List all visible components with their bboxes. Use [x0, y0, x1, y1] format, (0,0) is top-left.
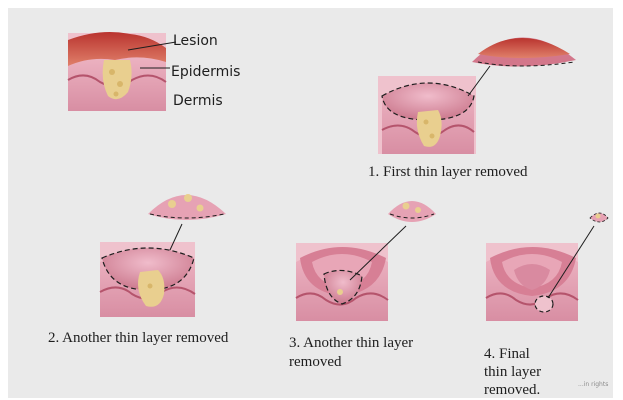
step2-caption: 2. Another thin layer removed — [48, 329, 228, 348]
label-epidermis: Epidermis — [171, 64, 240, 80]
step4-caption-line2: thin layer — [484, 363, 541, 382]
label-dermis: Dermis — [173, 93, 223, 109]
watermark: ...in rights — [578, 381, 608, 388]
label-lesion: Lesion — [173, 33, 218, 49]
step4-illustration — [486, 213, 608, 321]
step3-caption-line2: removed — [289, 353, 341, 372]
step1-illustration — [378, 37, 576, 154]
skin-with-lesion-illustration — [68, 32, 176, 111]
step3-caption-line1: 3. Another thin layer — [289, 334, 413, 353]
step4-caption-line1: 4. Final — [484, 345, 530, 364]
step2-illustration — [100, 194, 226, 317]
step3-illustration — [296, 201, 436, 321]
step1-caption: 1. First thin layer removed — [368, 163, 528, 182]
step4-caption-line3: removed. — [484, 381, 540, 400]
